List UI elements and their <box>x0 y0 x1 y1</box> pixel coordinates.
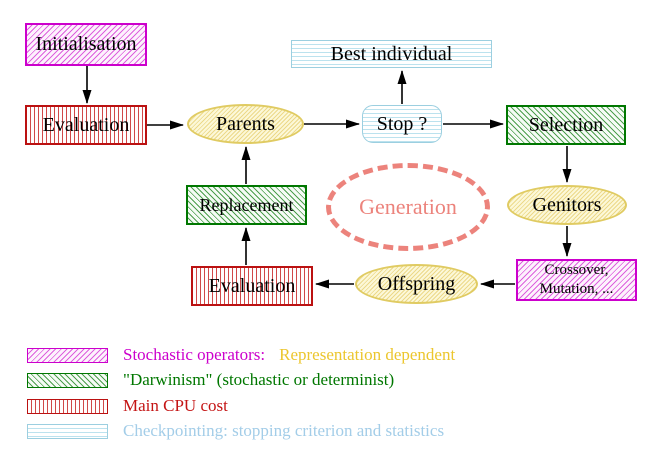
node-genitors-label: Genitors <box>532 193 602 216</box>
legend-label-stochastic: Stochastic operators: <box>123 345 266 364</box>
legend-item-stochastic-operators: Stochastic operators: Representation dep… <box>27 345 456 364</box>
node-selection: Selection <box>506 105 626 145</box>
node-selection-label: Selection <box>528 113 604 136</box>
node-initialisation: Initialisation <box>25 23 147 66</box>
node-crossover-mutation: Crossover, Mutation, ... <box>516 259 637 301</box>
legend-item-checkpointing: Checkpointing: stopping criterion and st… <box>27 421 445 440</box>
legend-label-darwinism: "Darwinism" (stochastic or determinist) <box>123 370 395 389</box>
node-replacement-label: Replacement <box>199 194 294 215</box>
node-evaluation-bottom: Evaluation <box>191 266 313 306</box>
legend-label-checkpointing: Checkpointing: stopping criterion and st… <box>123 421 445 440</box>
node-offspring: Offspring <box>355 264 478 304</box>
legend-swatch-magenta-hatch <box>27 347 108 363</box>
node-best-individual-label: Best individual <box>330 42 453 65</box>
node-best-individual: Best individual <box>291 40 492 68</box>
legend-label-representation: Representation dependent <box>279 345 456 364</box>
node-genitors: Genitors <box>507 185 627 225</box>
node-stop-label: Stop ? <box>376 112 428 135</box>
mutation-line: Mutation, ... <box>539 281 614 297</box>
legend-swatch-cyan-stripes <box>27 423 108 439</box>
node-parents-label: Parents <box>216 112 275 135</box>
generation-cycle-ellipse: Generation <box>326 163 490 251</box>
node-crossover-mutation-label: Crossover, Mutation, ... <box>540 261 614 299</box>
node-stop: Stop ? <box>362 105 442 143</box>
node-offspring-label: Offspring <box>377 272 456 295</box>
node-initialisation-label: Initialisation <box>35 33 137 55</box>
node-evaluation-top: Evaluation <box>25 105 147 145</box>
legend-swatch-red-stripes <box>27 398 108 414</box>
legend-label-cpu-cost: Main CPU cost <box>123 396 228 415</box>
generation-label: Generation <box>359 194 457 219</box>
node-parents: Parents <box>187 104 304 144</box>
node-replacement: Replacement <box>186 185 307 225</box>
node-evaluation-top-label: Evaluation <box>42 113 130 136</box>
node-evaluation-bottom-label: Evaluation <box>208 274 296 297</box>
legend-item-darwinism: "Darwinism" (stochastic or determinist) <box>27 370 395 389</box>
crossover-line: Crossover, <box>544 262 609 279</box>
legend-item-cpu-cost: Main CPU cost <box>27 396 228 415</box>
legend-swatch-green-hatch <box>27 372 108 388</box>
